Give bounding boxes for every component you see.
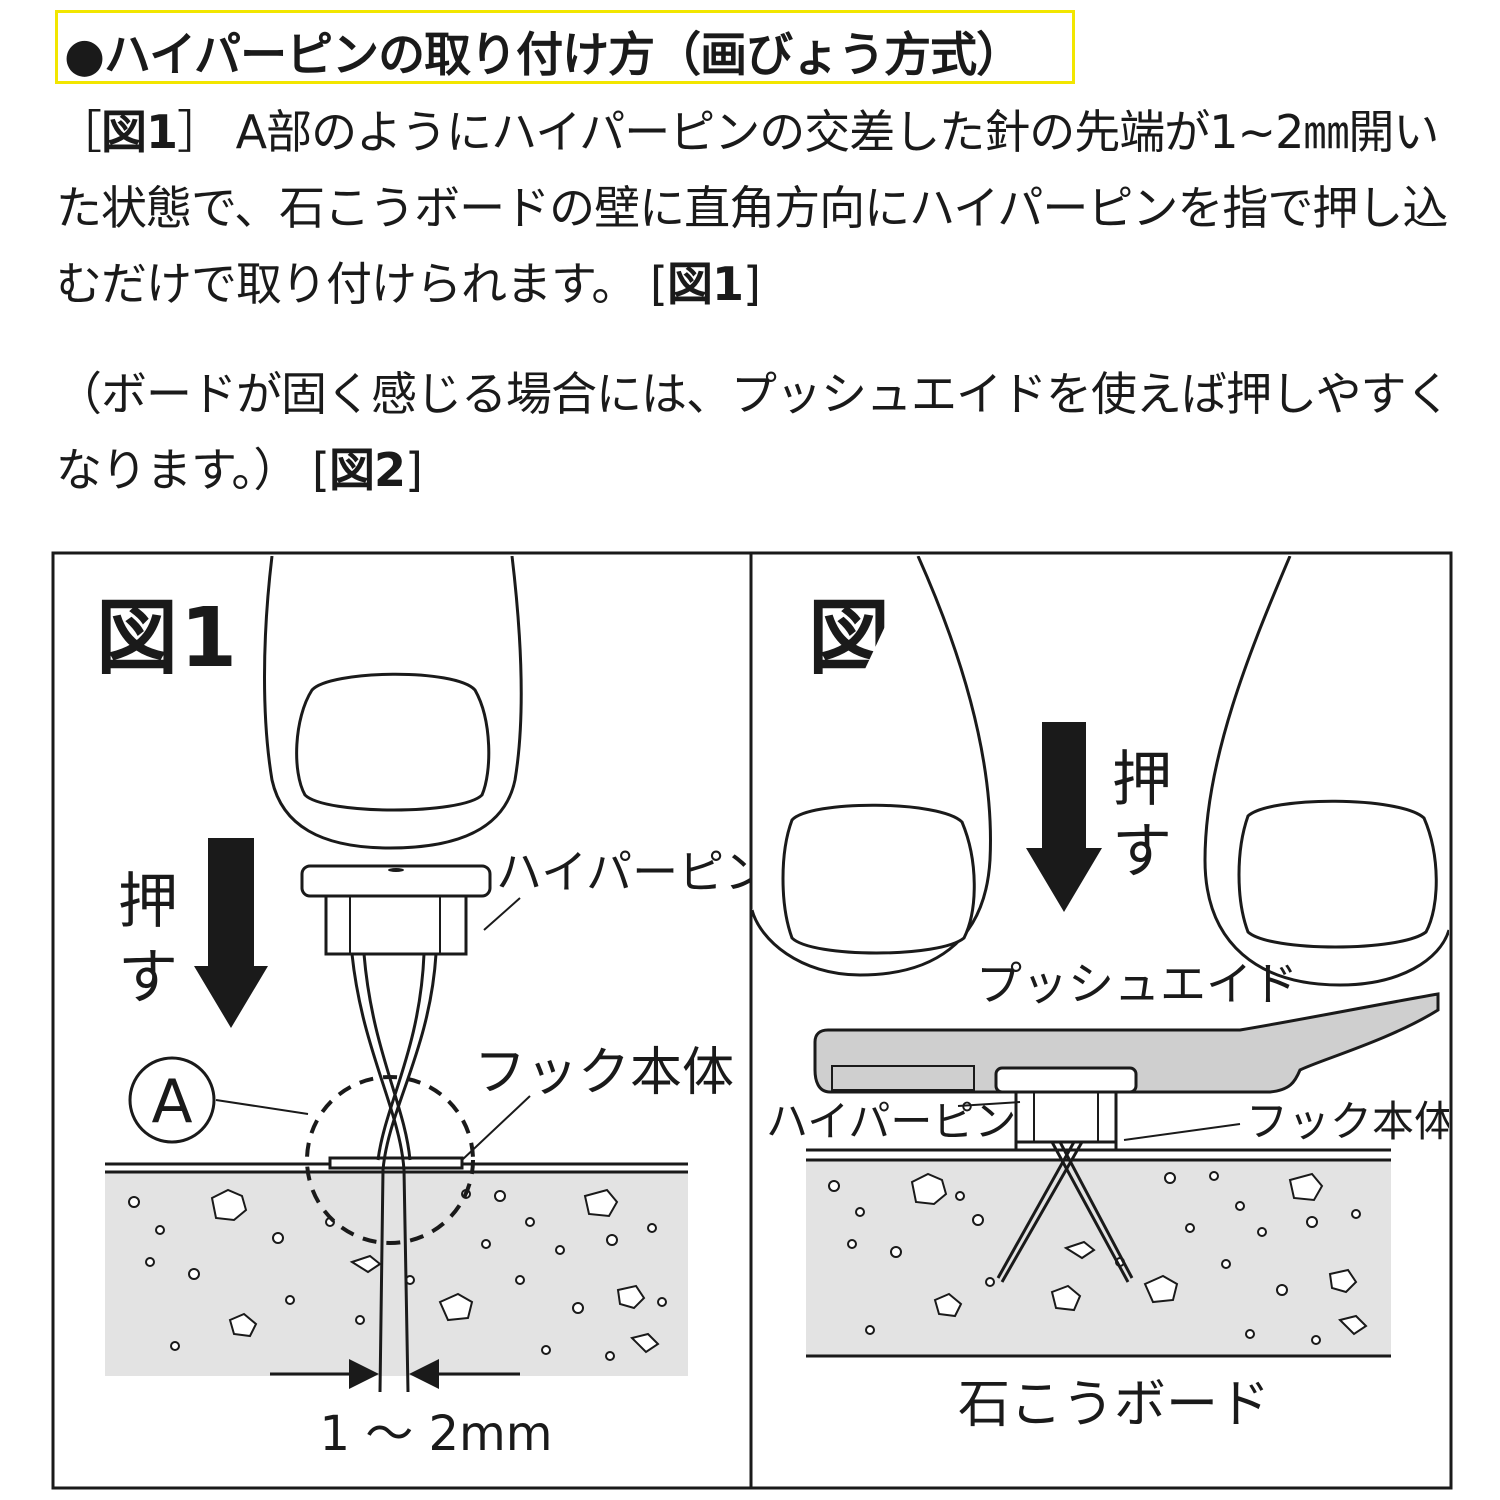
gap-dimension-label: 1 ～ 2mm (319, 1406, 552, 1462)
push-arrow-icon (1026, 722, 1102, 912)
instruction-paragraph-1: ［図1］ A部のようにハイパーピンの交差した針の先端が1~2㎜開いた状態で、石こ… (56, 105, 1448, 311)
gypsum-board-label: 石こうボード (958, 1375, 1270, 1435)
hook-body-label: フック本体 (1246, 1097, 1456, 1146)
hyperpin-label: ハイパーピン (496, 845, 770, 899)
push-aid-recess (831, 1065, 975, 1091)
push-label-2: す (118, 943, 178, 1013)
hook-body (1014, 1140, 1118, 1152)
instruction-text-1: A部のようにハイパーピンの交差した針の先端が1~2㎜開いた状態で、石こうボードの… (56, 105, 1448, 311)
instruction-text-2: （ボードが固く感じる場合には、プッシュエイドを使えば押しやすくなります。） (56, 367, 1452, 497)
hook-body-label: フック本体 (474, 1043, 734, 1103)
right-fingernail-illustration (1237, 799, 1438, 949)
figure-reference: 図2 (328, 443, 406, 497)
figure-2: 図 2 押 す プッシュエイド (752, 556, 1456, 1435)
detail-a-label: A (151, 1067, 192, 1137)
board-texture (828, 1171, 1368, 1345)
push-label-1: 押 (118, 867, 178, 937)
figure-reference: 図1 (666, 257, 744, 311)
hyperpin-body (324, 894, 468, 956)
fingernail-illustration (295, 672, 491, 812)
push-arrow-icon (194, 838, 268, 1028)
figure-1-title-number: 1 (180, 591, 237, 686)
figure-1: 図 1 押 す (96, 556, 770, 1462)
hyperpin-cap (994, 1066, 1138, 1094)
heading-highlight-box (55, 10, 1075, 84)
figure-reference: 図1 (101, 105, 178, 159)
detail-a-circle (305, 1075, 475, 1245)
hyperpin-needles (350, 953, 438, 1393)
hyperpin-body (1014, 1090, 1118, 1144)
instruction-paragraph-2: （ボードが固く感じる場合には、プッシュエイドを使えば押しやすくなります。） [図… (56, 367, 1452, 497)
push-label-1: 押 (1112, 745, 1172, 815)
pushaid-label: プッシュエイド (976, 957, 1298, 1011)
push-label-2: す (1112, 817, 1172, 887)
left-fingernail-illustration (781, 803, 976, 955)
detail-a-badge (128, 1056, 216, 1144)
hook-body (328, 1156, 464, 1170)
page-heading: ●ハイパーピンの取り付け方（画びょう方式） (64, 28, 1023, 83)
figure-1-title-kanji: 図 (96, 591, 178, 686)
hyperpin-needles (996, 1141, 1134, 1283)
